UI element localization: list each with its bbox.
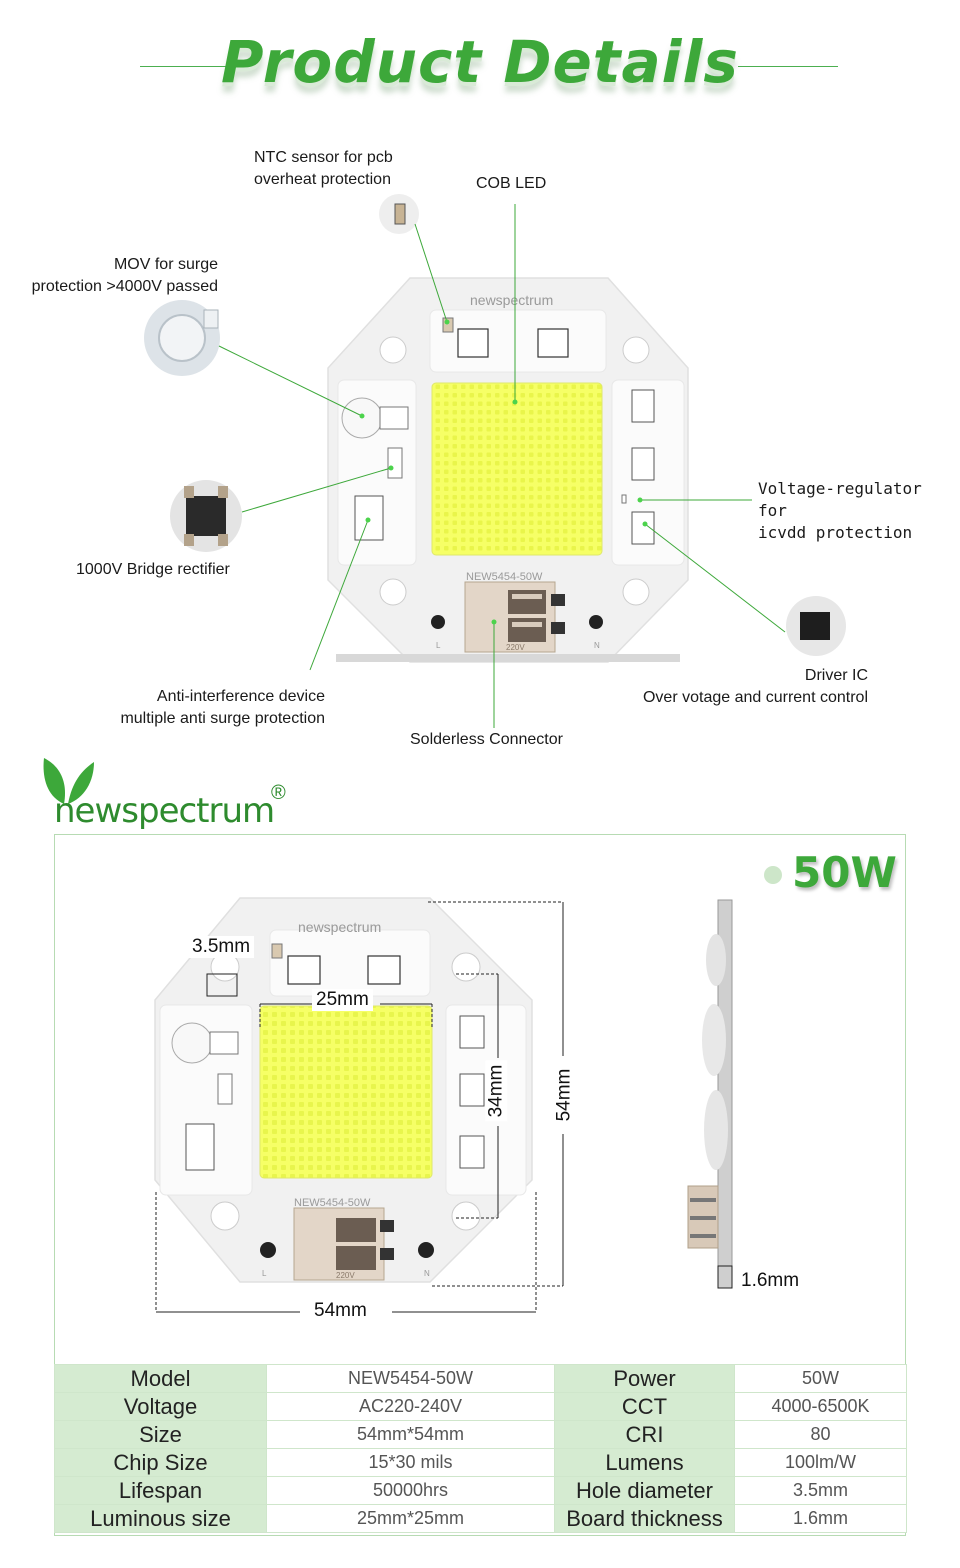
callout-anti-line2: multiple anti surge protection <box>120 710 325 727</box>
spec-value: 80 <box>734 1420 907 1449</box>
spec-value: 1.6mm <box>734 1504 907 1533</box>
table-row: Size 54mm*54mm CRI 80 <box>54 1420 907 1449</box>
callout-mov-line2: protection >4000V passed <box>31 278 218 295</box>
logo-registered-mark: ® <box>271 782 286 804</box>
dim-chip-height: 34mm <box>485 1060 508 1122</box>
board2-l-print: L <box>262 1269 267 1278</box>
cob-led-chip <box>431 382 603 556</box>
callout-ntc: NTC sensor for pcb overheat protection <box>254 147 393 191</box>
spec-key: Board thickness <box>554 1504 735 1533</box>
dim-chip-width: 25mm <box>312 989 373 1011</box>
header-line-left <box>140 66 240 67</box>
spec-value: 25mm*25mm <box>266 1504 555 1533</box>
board-model-print: NEW5454-50W <box>466 571 543 583</box>
callout-ntc-line1: NTC sensor for pcb <box>254 149 393 166</box>
board2-brand-print: newspectrum <box>298 919 381 935</box>
spec-key: CRI <box>554 1420 735 1449</box>
table-row: Voltage AC220-240V CCT 4000-6500K <box>54 1392 907 1421</box>
spec-value: 50W <box>734 1364 907 1393</box>
board2-model-print: NEW5454-50W <box>294 1197 371 1209</box>
product-board-top: newspectrum NEW5454-50W 220V L N <box>144 194 846 728</box>
callout-driver-line1: Driver IC <box>804 667 868 684</box>
callout-anti-line1: Anti-interference device <box>156 688 325 705</box>
spec-value: 15*30 mils <box>266 1448 555 1477</box>
spec-key: Lifespan <box>54 1476 267 1505</box>
callout-bridge: 1000V Bridge rectifier <box>76 561 230 578</box>
table-row: Chip Size 15*30 mils Lumens 100lm/W <box>54 1448 907 1477</box>
callout-vreg-line1: Voltage-regulator for <box>758 479 922 520</box>
table-row: Model NEW5454-50W Power 50W <box>54 1364 907 1393</box>
logo-text: newspectrum <box>54 791 275 831</box>
board-n-print: N <box>594 641 600 650</box>
callout-vreg: Voltage-regulator for icvdd protection <box>758 478 960 544</box>
spec-key: Model <box>54 1364 267 1393</box>
board-brand-print: newspectrum <box>470 292 553 308</box>
spec-value: AC220-240V <box>266 1392 555 1421</box>
callout-vreg-line2: icvdd protection <box>758 523 913 542</box>
header-line-right <box>738 66 838 67</box>
board-l-print: L <box>436 641 441 650</box>
callout-anti: Anti-interference device multiple anti s… <box>80 686 325 730</box>
spec-table: Model NEW5454-50W Power 50W Voltage AC22… <box>54 1364 907 1533</box>
spec-value: 50000hrs <box>266 1476 555 1505</box>
page-title: Product Details <box>221 28 739 96</box>
spec-key: Lumens <box>554 1448 735 1477</box>
callout-mov-line1: MOV for surge <box>113 256 218 273</box>
spec-frame <box>54 834 906 1536</box>
callout-connector: Solderless Connector <box>410 731 563 748</box>
dim-hole: 3.5mm <box>188 936 255 958</box>
watt-label: 50W <box>792 848 897 897</box>
leaf-logo-icon <box>43 758 94 804</box>
callout-driver: Driver IC Over votage and current contro… <box>598 665 868 709</box>
spec-value: 3.5mm <box>734 1476 907 1505</box>
spec-value: NEW5454-50W <box>266 1364 555 1393</box>
spec-key: Power <box>554 1364 735 1393</box>
spec-value: 54mm*54mm <box>266 1420 555 1449</box>
callout-ntc-line2: overheat protection <box>254 171 391 188</box>
callout-cob: COB LED <box>476 175 547 192</box>
spec-key: Luminous size <box>54 1504 267 1533</box>
spec-key: Size <box>54 1420 267 1449</box>
callout-driver-line2: Over votage and current control <box>642 689 868 706</box>
watt-bullet-icon <box>764 866 782 884</box>
dim-board-width: 54mm <box>310 1300 371 1322</box>
spec-key: Chip Size <box>54 1448 267 1477</box>
spec-value: 100lm/W <box>734 1448 907 1477</box>
callout-mov: MOV for surge protection >4000V passed <box>8 254 218 298</box>
board2-volt-print: 220V <box>336 1271 355 1280</box>
dim-board-height: 54mm <box>553 1064 576 1126</box>
spec-value: 4000-6500K <box>734 1392 907 1421</box>
spec-key: CCT <box>554 1392 735 1421</box>
spec-key: Voltage <box>54 1392 267 1421</box>
table-row: Luminous size 25mm*25mm Board thickness … <box>54 1504 907 1533</box>
spec-key: Hole diameter <box>554 1476 735 1505</box>
product-board-dimensioned: newspectrum NEW5454-50W 220V L N <box>154 897 733 1313</box>
table-row: Lifespan 50000hrs Hole diameter 3.5mm <box>54 1476 907 1505</box>
dim-thickness: 1.6mm <box>737 1270 804 1292</box>
board2-n-print: N <box>424 1269 430 1278</box>
board-volt-print: 220V <box>506 643 525 652</box>
